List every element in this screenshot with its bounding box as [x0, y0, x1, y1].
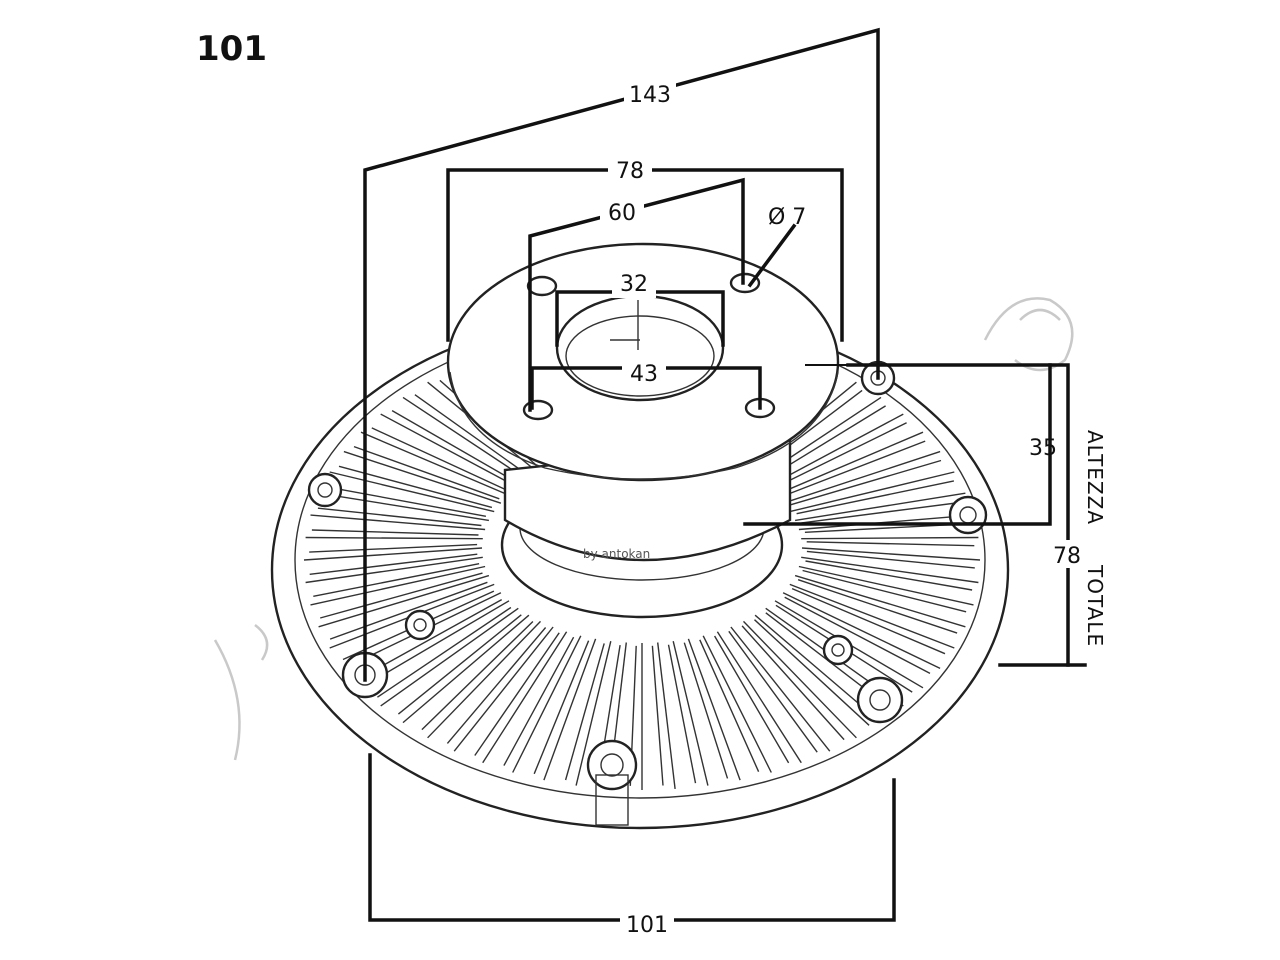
cooling-fin-edge	[806, 541, 975, 547]
dim-total-height: 78	[1053, 544, 1081, 569]
cooling-fin	[742, 620, 857, 739]
cooling-fin	[310, 514, 486, 531]
cooling-fin-edge	[784, 596, 931, 675]
cooling-fin-edge	[391, 409, 519, 484]
cooling-fin	[716, 631, 802, 764]
cooling-fin-edge	[564, 643, 605, 781]
cooling-fin	[310, 565, 486, 606]
fan-clutch-body	[270, 242, 1010, 830]
dim-flange-bolt-span: 78	[616, 159, 644, 184]
cooling-fin-edge	[802, 569, 967, 613]
cooling-fin-edge	[533, 640, 590, 775]
cooling-fin-edge	[683, 642, 729, 779]
cooling-fin-edge	[789, 459, 942, 506]
cooling-fin	[402, 614, 530, 724]
cooling-fin-edge	[474, 632, 560, 756]
cooling-fin-edge	[397, 614, 522, 715]
watermark	[213, 297, 1074, 761]
cooling-fin	[402, 396, 530, 482]
cooling-fin	[380, 413, 519, 489]
cooling-fin-edge	[309, 543, 478, 553]
cooling-fin	[303, 547, 483, 561]
cooling-fin-edge	[421, 620, 534, 731]
cooling-fin	[343, 450, 502, 504]
dim-bolt-circle: 60	[608, 201, 636, 226]
cooling-fin	[318, 574, 490, 628]
cooling-fin-edge	[801, 501, 964, 524]
cooling-fin-edge	[317, 507, 482, 527]
cooling-fin-edge	[754, 619, 870, 726]
cooling-fin	[512, 635, 582, 773]
cooling-fin	[702, 635, 772, 773]
dim-pilot-diameter: 32	[620, 272, 648, 297]
cooling-fin	[801, 536, 979, 540]
cooling-fin	[427, 620, 542, 739]
cooling-fin	[801, 547, 981, 561]
cooling-fin-edge	[772, 422, 907, 490]
cooling-fin	[453, 626, 554, 752]
cooling-fin	[657, 642, 676, 789]
cooling-fin-edge	[782, 440, 926, 498]
dim-flange-height: 35	[1029, 436, 1057, 461]
cooling-fin	[380, 607, 519, 707]
side-label-altezza: ALTEZZA	[1083, 430, 1107, 525]
cooling-fin-edge	[414, 394, 530, 477]
dimension-labels: 143 78 60 Ø 7 32 43 35 78 101 ALTEZZA TO…	[196, 29, 1107, 938]
cooling-fin-edge	[651, 645, 664, 786]
cooling-fin-edge	[311, 529, 479, 536]
cooling-fin-edge	[329, 581, 488, 640]
cooling-fin-edge	[805, 560, 973, 591]
cooling-fin-edge	[320, 572, 483, 619]
dim-base-width: 101	[626, 913, 668, 938]
cooling-fin-edge	[353, 445, 500, 500]
cooling-fin-edge	[713, 635, 790, 764]
dim-hole-diameter: Ø 7	[768, 205, 806, 230]
cooling-fin-edge	[313, 563, 480, 597]
cooling-fin	[305, 536, 483, 540]
cooling-fin	[789, 471, 955, 513]
cooling-fin-edge	[446, 627, 547, 744]
cooling-fin-edge	[806, 550, 975, 569]
cooling-fin-edge	[667, 644, 697, 784]
cooling-fin	[798, 565, 974, 606]
cooling-fin	[575, 641, 612, 786]
cooling-fin	[794, 574, 966, 628]
cooling-fin	[782, 450, 941, 504]
cooling-fin	[794, 492, 966, 522]
side-label-totale: TOTALE	[1083, 564, 1107, 647]
cooling-fin	[318, 492, 490, 522]
cooling-fin-edge	[377, 606, 512, 698]
reference-number: 101	[196, 29, 267, 69]
cooling-fin-edge	[699, 639, 760, 772]
cooling-fin-edge	[791, 587, 946, 655]
cooling-fin	[482, 631, 568, 764]
cooling-fin	[360, 431, 510, 496]
cooling-fin	[687, 638, 741, 781]
cooling-fin	[730, 626, 831, 752]
cooling-fin-edge	[326, 486, 487, 517]
cooling-fin-edge	[503, 636, 575, 766]
dim-overall-width: 143	[629, 83, 671, 108]
cooling-fin-edge	[309, 553, 478, 575]
cooling-fin	[801, 556, 979, 584]
cooling-fin-edge	[741, 625, 845, 741]
cooling-fin	[774, 431, 924, 496]
credit-text: by antokan	[583, 547, 650, 561]
cooling-fin	[543, 638, 597, 781]
cooling-fin	[305, 556, 483, 584]
cooling-fin-edge	[728, 630, 818, 753]
cooling-fin	[329, 471, 495, 513]
cooling-fin	[782, 592, 941, 670]
cooling-fin-edge	[371, 427, 509, 492]
flange-bolt-holes	[522, 272, 776, 421]
cooling-fin-edge	[796, 480, 955, 515]
cooling-fin	[672, 641, 709, 786]
dim-hub-bolt-span: 43	[630, 362, 658, 387]
cooling-fin	[789, 583, 955, 649]
cooling-fin-edge	[797, 579, 958, 634]
